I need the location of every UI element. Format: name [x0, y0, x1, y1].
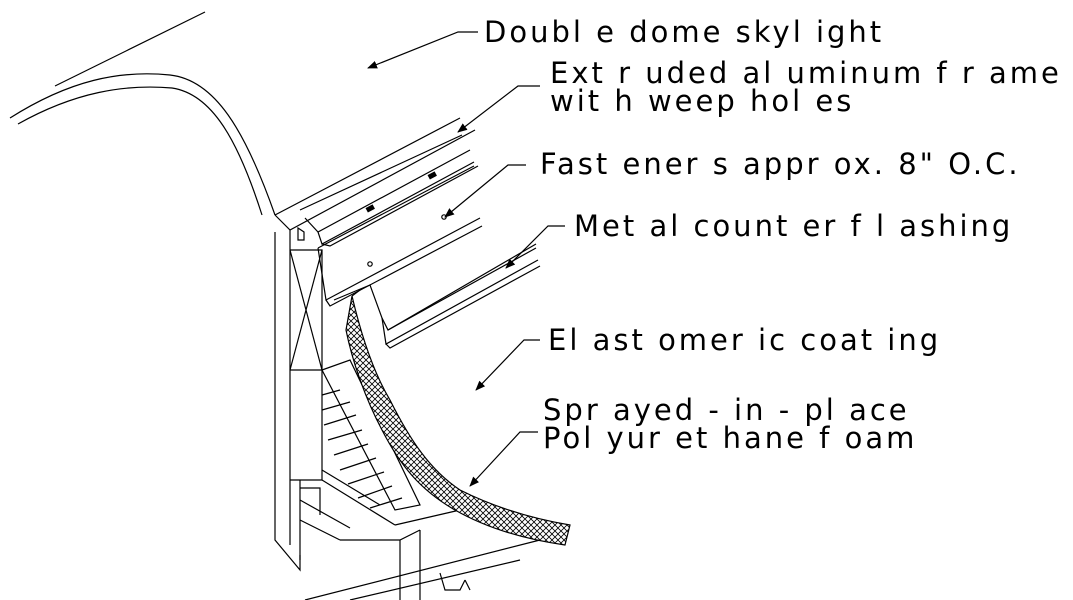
- roof-deck: [304, 530, 541, 600]
- double-dome-skylight: [9, 11, 276, 216]
- callout-skylight: Doubl e dome skyl ight: [484, 15, 884, 49]
- wood-curb: [274, 232, 461, 572]
- callout-foam-line1: Spr ayed - in - pl ace: [543, 393, 910, 427]
- callout-fasteners: Fast ener s appr ox. 8" O.C.: [540, 147, 1021, 181]
- sprayed-polyurethane-foam: [345, 289, 571, 546]
- callout-counterflashing: Met al count er f l ashing: [574, 209, 1013, 243]
- callout-coating: El ast omer ic coat ing: [548, 323, 941, 357]
- callout-leaders: [367, 31, 565, 487]
- cant-strip: [321, 359, 421, 511]
- callout-foam-line2: Pol yur et hane f oam: [543, 421, 917, 455]
- callout-frame-line2: wit h weep hol es: [550, 84, 854, 118]
- callout-frame-line1: Ext r uded al uminum f r ame: [550, 56, 1062, 90]
- extruded-aluminum-frame: [274, 117, 479, 247]
